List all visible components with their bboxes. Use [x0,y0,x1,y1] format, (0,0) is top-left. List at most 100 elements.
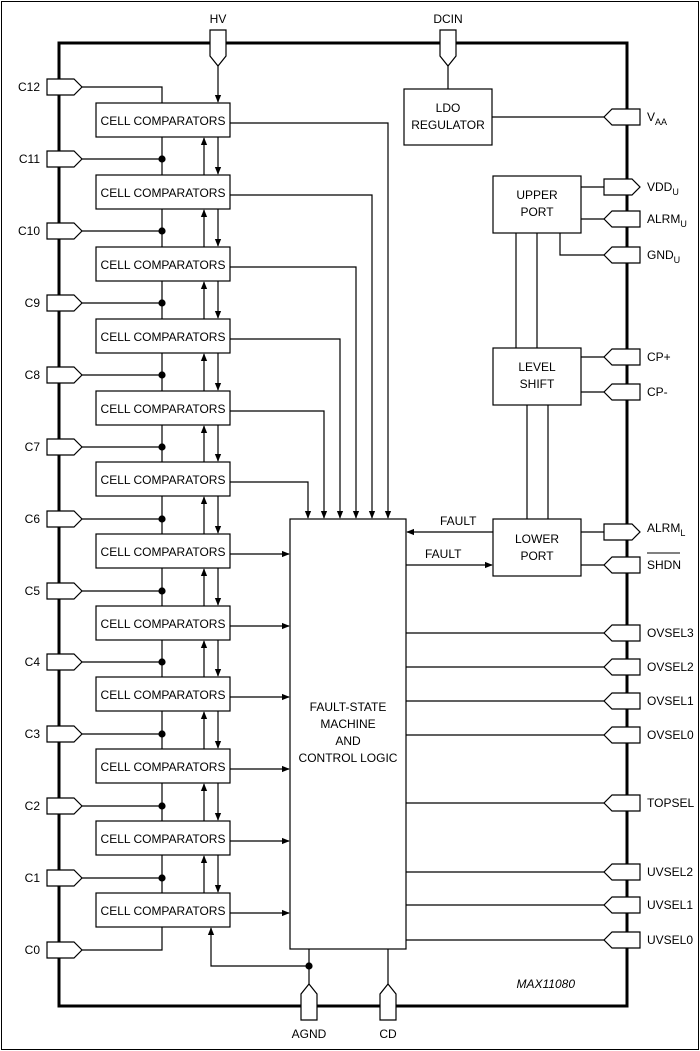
cell-pin-label: C9 [25,296,41,310]
cell-pin-label: C0 [25,943,41,957]
uvsel2-pin-label: UVSEL2 [647,865,693,879]
hv-pin [209,29,227,67]
agnd-pin-label: AGND [292,1027,327,1041]
ldo-label-line2: REGULATOR [411,118,485,132]
cell-comparator-box [95,676,231,712]
cell-pin-label: C8 [25,368,41,382]
ovsel2-pin-label: OVSEL2 [647,660,694,674]
cell-comparator-box [95,605,231,641]
cell-comparator-box [95,246,231,282]
lower-port-box [492,518,582,577]
cell-comparator-label: CELL COMPARATORS [101,186,226,200]
upper-port-label-line2: PORT [520,205,554,219]
cell-to-fsm-wire [230,481,312,519]
ovsel3-pin [603,624,641,642]
lower-port-label-line2: PORT [520,549,554,563]
cell-pin [46,725,83,743]
junction-dot [158,658,166,666]
topsel-pin-label: TOPSEL [647,796,694,810]
hv-pin-label: HV [210,12,227,26]
fault-state-machine-box [289,518,407,950]
fault-label-to-lower-port: FAULT [425,547,462,561]
fsm-label-line1: FAULT-STATE [310,700,387,714]
cell-pin-label: C6 [25,512,41,526]
cell-pin-label: C7 [25,440,41,454]
cell-comparator-label: CELL COMPARATORS [101,545,226,559]
ovsel1-pin [603,692,641,710]
cell-comparator-box [95,820,231,856]
junction-dot [158,443,166,451]
cell-pin-label: C11 [19,152,40,166]
cell-pin [46,941,83,959]
cell-to-fsm-wire [230,338,344,519]
cell-pin-label: C4 [25,655,41,669]
wires [82,66,604,984]
cp-minus-pin-label: CP- [647,385,668,399]
cell-pin-label: C5 [25,584,41,598]
junction-dot [158,802,166,810]
cp-plus-pin [603,348,641,366]
fsm-label-line4: CONTROL LOGIC [299,751,398,765]
cell-comparator-label: CELL COMPARATORS [101,688,226,702]
ovsel0-pin [603,726,641,744]
topsel-pin [603,794,641,812]
cell-comparator-label: CELL COMPARATORS [101,617,226,631]
cell-comparator-label: CELL COMPARATORS [101,760,226,774]
shdn-pin [603,556,641,574]
fsm-label-line3: AND [335,734,361,748]
gndu-wire [559,233,604,256]
alrml-pin-label: ALRML [647,521,685,538]
cell-comparator-box [95,748,231,784]
c0-wire [82,927,163,951]
cell-comparator-label: CELL COMPARATORS [101,258,226,272]
junction-dot [158,515,166,523]
cell-comparator-box [95,318,231,354]
uvsel1-pin [603,896,641,914]
gndu-pin [603,246,641,264]
vaa-pin-label: VAA [647,110,667,127]
cell-to-fsm-wire [230,410,328,519]
junction-dot [158,587,166,595]
cell-pin-label: C2 [25,799,41,813]
uvsel1-pin-label: UVSEL1 [647,898,693,912]
cell-comparator-stack: CELL COMPARATORS CELL COMPARATORS CELL COM… [95,102,231,928]
agnd-to-cell-wire [207,927,310,984]
ovsel1-pin-label: OVSEL1 [647,694,694,708]
cell-comparator-label: CELL COMPARATORS [101,473,226,487]
dcin-pin [439,29,457,67]
shdn-pin-label: SHDN [647,558,681,572]
vddu-pin-label: VDDU [647,180,679,197]
ovsel3-pin-label: OVSEL3 [647,626,694,640]
junction-dot [158,730,166,738]
cell-to-fsm-wire [230,122,392,519]
cell-comparator-label: CELL COMPARATORS [101,832,226,846]
cell-comparator-label: CELL COMPARATORS [101,330,226,344]
cell-pin [46,797,83,815]
cell-comparator-box [95,461,231,497]
cell-comparator-box [95,533,231,569]
cell-pin [46,150,83,168]
cell-pin [46,294,83,312]
cell-comparator-label: CELL COMPARATORS [101,402,226,416]
cell-pin [46,438,83,456]
right-side-pins [603,108,641,949]
junction-dot [158,227,166,235]
cell-pin [46,366,83,384]
c12-wire [82,86,163,103]
cell-pin [46,510,83,528]
uvsel0-pin-label: UVSEL0 [647,933,693,947]
cp-minus-pin [603,383,641,401]
cell-pin-label: C1 [25,871,41,885]
ovsel0-pin-label: OVSEL0 [647,728,694,742]
cell-to-fsm-wire [230,266,360,519]
alrml-pin [603,523,641,541]
junction-dot [158,155,166,163]
gndu-pin-label: GNDU [647,248,680,265]
cell-comparator-box [95,390,231,426]
cell-pin [46,222,83,240]
cell-comparator-label: CELL COMPARATORS [101,114,226,128]
upper-port-label-line1: UPPER [516,188,558,202]
